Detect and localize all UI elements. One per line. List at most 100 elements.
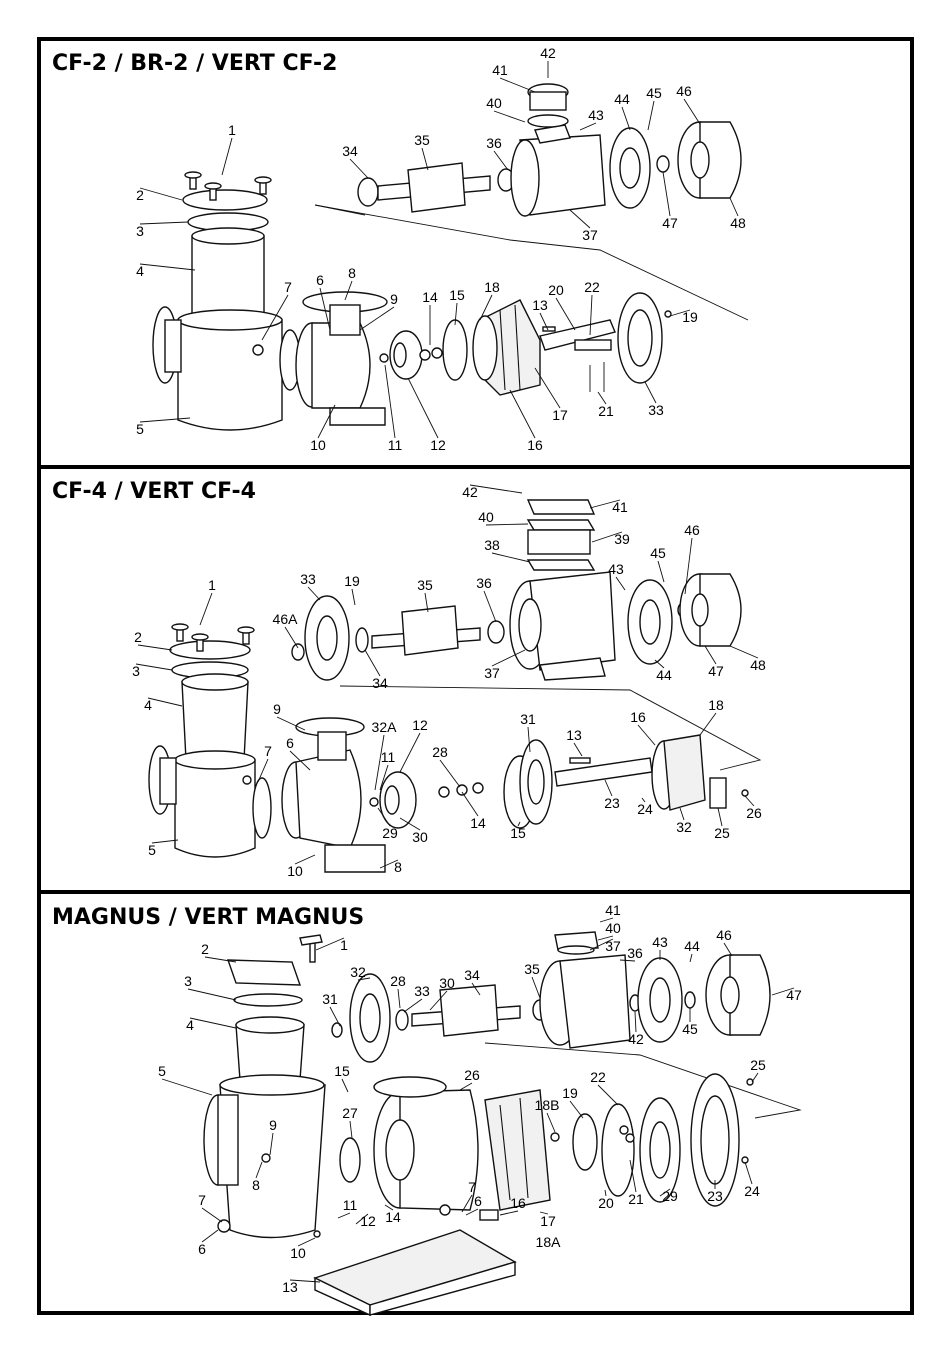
leader-line — [597, 391, 607, 405]
leader-line — [589, 499, 621, 509]
leader-line — [139, 221, 189, 225]
part-number-label: 36 — [476, 575, 492, 591]
part-number-label: 43 — [608, 561, 624, 577]
part-number-label: 34 — [372, 675, 388, 691]
leader-line — [517, 821, 521, 827]
leader-line — [465, 1208, 479, 1216]
leader-line — [597, 935, 614, 941]
part-number-label: 10 — [290, 1245, 306, 1261]
strainer-housing — [148, 745, 272, 858]
leader-line — [151, 839, 179, 844]
leader-line — [659, 1188, 671, 1197]
leader-line — [589, 294, 593, 336]
part-number-label: 32 — [350, 964, 366, 980]
leader-line — [269, 1132, 274, 1156]
part-number-label: 18 — [484, 279, 500, 295]
motor-stator — [539, 931, 631, 1049]
strainer-lid — [182, 171, 272, 232]
fan-cover — [609, 121, 742, 209]
part-number-label: 34 — [342, 143, 358, 159]
leader-line — [771, 987, 795, 996]
leader-line — [377, 807, 391, 827]
part-number-label: 2 — [136, 187, 144, 203]
leader-line — [349, 158, 369, 179]
leader-line — [729, 197, 739, 217]
leader-line — [647, 100, 655, 131]
leader-line — [319, 287, 331, 331]
leader-line — [527, 726, 531, 753]
leader-line — [555, 297, 576, 331]
part-number-label: 8 — [252, 1177, 260, 1193]
leader-line — [704, 645, 717, 665]
part-number-label: 4 — [136, 263, 144, 279]
part-number-label: 18A — [536, 1234, 562, 1250]
leader-line — [454, 302, 458, 326]
panel-cf4: CF-4 / VERT CF-4 — [52, 479, 762, 873]
leader-line — [337, 1212, 351, 1219]
leader-line — [384, 1204, 394, 1211]
leader-line — [329, 1006, 341, 1027]
leader-line — [669, 309, 691, 317]
leader-line — [569, 209, 591, 229]
part-number-label: 31 — [520, 711, 536, 727]
part-number-label: 20 — [548, 282, 564, 298]
shaft-group — [554, 734, 749, 811]
panel-title: CF-2 / BR-2 / VERT CF-2 — [52, 51, 337, 76]
leader-line — [637, 724, 656, 746]
leader-line — [699, 712, 717, 736]
panel-magnus: MAGNUS / VERT MAGNUS — [52, 905, 802, 1317]
part-number-label: 17 — [552, 407, 568, 423]
part-number-label: 48 — [730, 215, 746, 231]
leader-line — [257, 758, 269, 783]
leader-line — [221, 137, 233, 176]
part-number-label: 4 — [144, 697, 152, 713]
part-number-label: 17 — [540, 1213, 556, 1229]
leader-line — [684, 537, 693, 595]
leader-line — [201, 1229, 219, 1243]
leader-line — [744, 795, 755, 807]
leader-line — [199, 592, 213, 626]
part-number-label: 22 — [584, 279, 600, 295]
sheet-frame — [37, 37, 914, 1315]
part-number-label: 15 — [334, 1063, 350, 1079]
leader-line — [161, 1078, 213, 1096]
leader-line — [531, 976, 541, 999]
part-number-label: 46 — [684, 522, 700, 538]
leader-line — [359, 306, 395, 331]
leader-lines — [135, 61, 795, 1283]
impeller — [379, 319, 468, 381]
leader-line — [499, 1210, 519, 1216]
leader-line — [604, 1189, 607, 1197]
fan-cover — [629, 954, 771, 1043]
part-number-label: 43 — [588, 107, 604, 123]
part-number-label: 21 — [628, 1191, 644, 1207]
part-number-label: 40 — [605, 920, 621, 936]
pump-casing — [295, 291, 388, 426]
leader-line — [204, 956, 237, 963]
part-number-label: 10 — [310, 437, 326, 453]
part-number-label: 30 — [412, 829, 428, 845]
part-number-label: 25 — [714, 825, 730, 841]
seal-plate — [503, 739, 553, 829]
end-cover — [617, 292, 672, 384]
part-number-label: 5 — [148, 842, 156, 858]
part-number-label: 11 — [381, 749, 396, 765]
leader-line — [135, 663, 173, 671]
part-number-label: 46 — [716, 927, 732, 943]
leader-line — [317, 404, 336, 439]
leader-line — [379, 859, 399, 869]
part-number-label: 42 — [628, 1031, 644, 1047]
leader-line — [491, 649, 526, 667]
part-number-label: 20 — [598, 1195, 614, 1211]
part-number-label: 3 — [136, 223, 144, 239]
part-number-label: 35 — [414, 132, 430, 148]
panel-title: MAGNUS / VERT MAGNUS — [52, 905, 364, 930]
fan-cover — [627, 573, 742, 665]
leader-line — [351, 588, 356, 606]
motor-stator — [510, 83, 606, 217]
leader-line — [397, 988, 401, 1009]
rotor — [291, 595, 505, 681]
leader-line — [139, 417, 191, 423]
part-number-label: 25 — [750, 1057, 766, 1073]
part-number-label: 15 — [449, 287, 465, 303]
